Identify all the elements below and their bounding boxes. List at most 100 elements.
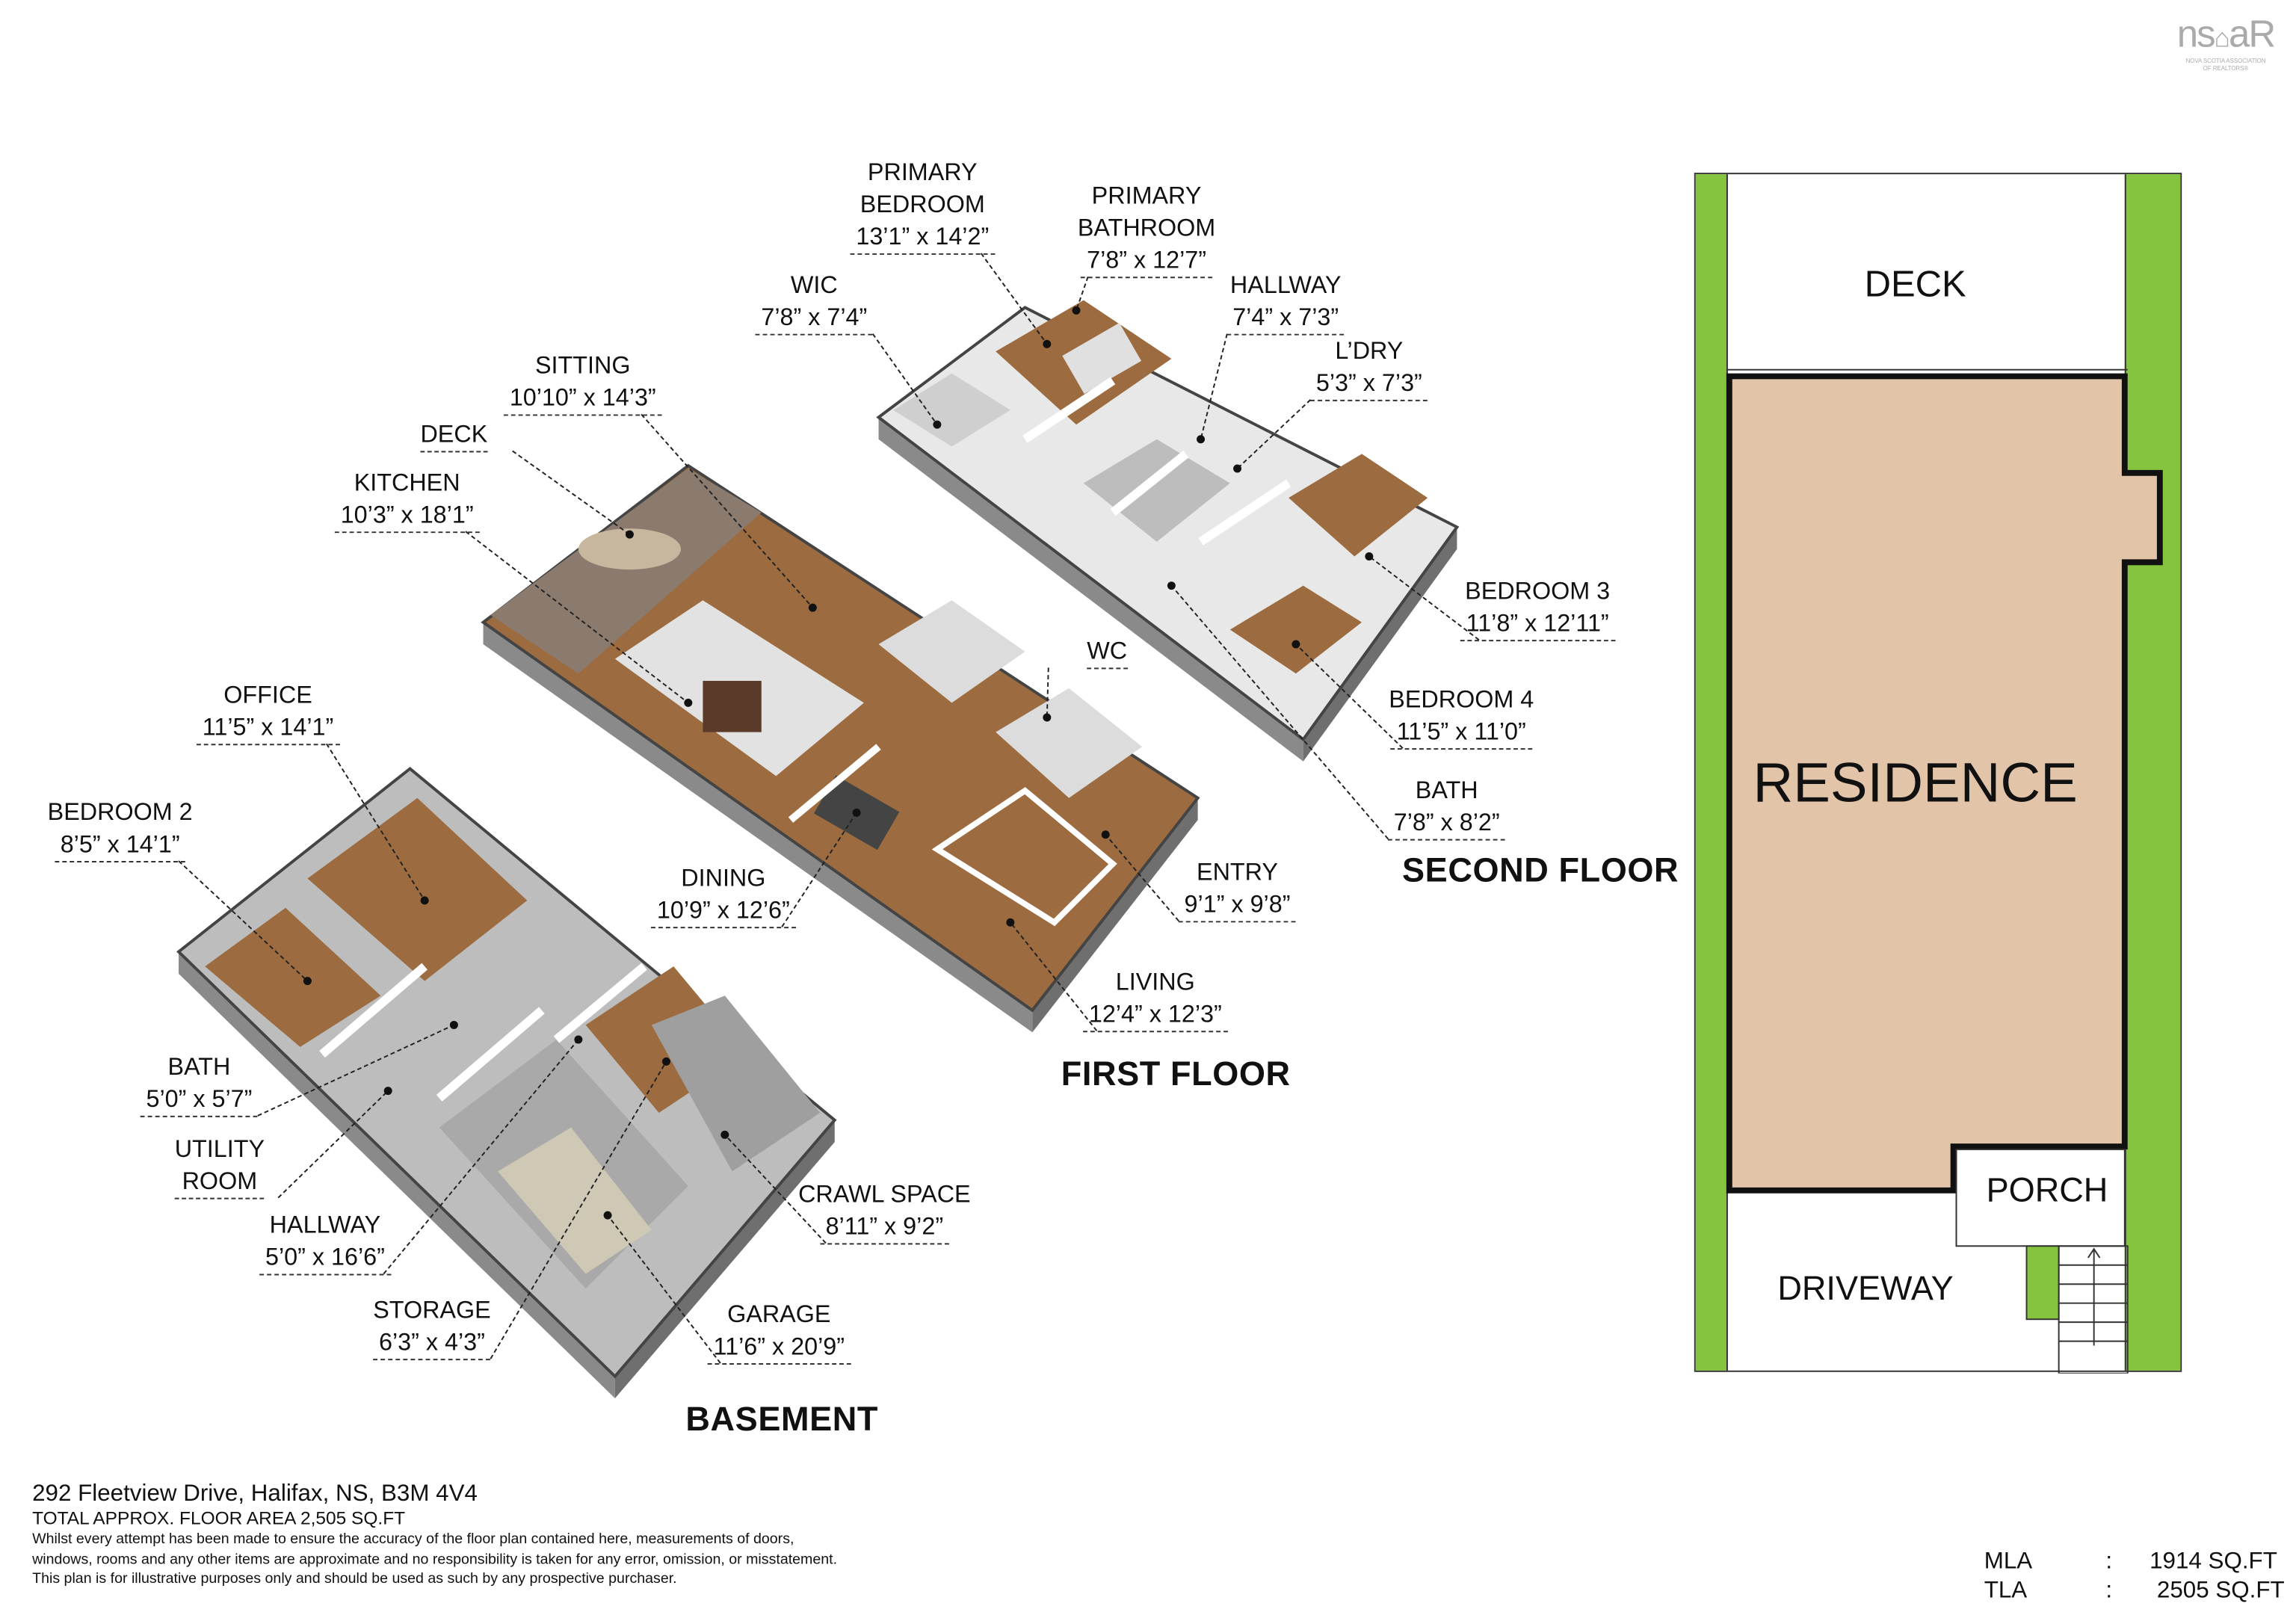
room-marker-dot (1006, 918, 1015, 927)
second-floor-title: SECOND FLOOR (1402, 850, 1679, 889)
leader-line (1170, 585, 1389, 840)
leader-line (980, 253, 1048, 345)
room-name: WC (1087, 635, 1128, 670)
room-dimensions: 7’8” x 7’4” (755, 302, 874, 336)
total-floor-area: TOTAL APPROX. FLOOR AREA 2,505 SQ.FT (32, 1507, 406, 1529)
room-label: L’DRY 5’3” x 7’3” (1310, 336, 1428, 401)
room-name: BATH (167, 1054, 231, 1081)
tla-value: 2505 SQ.FT (2156, 1578, 2285, 1604)
leader-line (641, 413, 814, 608)
room-marker-dot (1043, 713, 1052, 722)
room-name: BEDROOM 3 (1465, 578, 1611, 605)
room-name: PRIMARY (867, 159, 978, 186)
room-dimensions: 11’5” x 14’1” (196, 711, 340, 746)
leader-line (512, 450, 631, 535)
first-floor-title: FIRST FLOOR (1061, 1054, 1291, 1093)
room-name: HALLWAY (269, 1212, 381, 1239)
basement-title: BASEMENT (685, 1399, 878, 1438)
room-name: SITTING (534, 353, 631, 380)
mla-value: 1914 SQ.FT (2150, 1549, 2277, 1575)
property-address: 292 Fleetview Drive, Halifax, NS, B3M 4V… (32, 1481, 478, 1507)
room-name: BEDROOM (860, 191, 985, 218)
room-leader-lines (178, 253, 1480, 1364)
leader-line (277, 1090, 389, 1199)
leader-line (1046, 667, 1049, 718)
room-marker-dot (808, 603, 817, 612)
room-name: UTILITY (174, 1136, 265, 1163)
room-dimensions: 6’3” x 4’3” (373, 1327, 491, 1361)
room-label: ENTRY 9’1” x 9’8” (1178, 856, 1297, 923)
room-marker-dot (1233, 464, 1242, 473)
second-floor-model (876, 300, 1460, 762)
room-dimensions: 9’1” x 9’8” (1178, 889, 1297, 923)
room-name: BEDROOM 2 (47, 799, 193, 826)
room-name: BATHROOM (1077, 215, 1216, 242)
room-dimensions: 7’8” x 12’7” (1081, 244, 1212, 279)
room-name: DECK (420, 419, 488, 453)
leader-line (1295, 643, 1404, 749)
room-marker-dot (852, 808, 861, 817)
site-deck-label: DECK (1864, 264, 1966, 306)
room-dimensions: 12’4” x 12’3” (1083, 998, 1228, 1033)
room-marker-dot (1197, 435, 1206, 444)
leader-line (1010, 921, 1098, 1031)
leader-line (724, 1134, 827, 1244)
leader-line (1105, 834, 1179, 921)
room-marker-dot (625, 530, 634, 539)
leader-line (1200, 333, 1228, 439)
room-marker-dot (1072, 306, 1081, 315)
room-name: HALLWAY (1229, 272, 1342, 299)
room-label: WC (1087, 635, 1128, 670)
room-marker-dot (420, 896, 429, 905)
room-label: WIC 7’8” x 7’4” (755, 269, 874, 336)
leader-line (178, 860, 309, 982)
room-name: DINING (681, 865, 766, 892)
room-label: BEDROOM 2 8’5” x 14’1” (48, 797, 193, 862)
site-residence-label: RESIDENCE (1753, 753, 2078, 815)
leader-line (1236, 399, 1312, 469)
room-name: CRAWL SPACE (798, 1182, 971, 1208)
leader-line (1368, 555, 1480, 640)
leader-line (871, 333, 938, 425)
room-dimensions: 5’3” x 7’3” (1310, 368, 1428, 401)
room-name: PRIMARY (1091, 182, 1202, 210)
room-name: L’DRY (1335, 338, 1404, 365)
room-dimensions: 10’10” x 14’3” (503, 382, 662, 416)
room-marker-dot (383, 1087, 392, 1096)
room-marker-dot (1043, 339, 1052, 348)
room-marker-dot (1292, 640, 1300, 649)
room-dimensions: 11’6” x 20’9” (707, 1331, 851, 1365)
site-porch-label: PORCH (1986, 1170, 2108, 1209)
leader-line (781, 812, 857, 927)
room-marker-dot (661, 1057, 670, 1066)
first-floor-model (481, 463, 1200, 1033)
room-name: WIC (790, 272, 838, 299)
room-marker-dot (1167, 581, 1176, 590)
residence-footprint (1726, 373, 2163, 1374)
basement-model (176, 767, 837, 1399)
room-dimensions: 8’5” x 14’1” (54, 829, 186, 862)
room-name: ENTRY (1197, 859, 1278, 886)
room-name: KITCHEN (354, 469, 460, 497)
separator: : (2105, 1549, 2113, 1575)
leader-line (607, 1214, 721, 1364)
room-name: LIVING (1115, 969, 1195, 996)
leader-line (490, 1060, 667, 1359)
site-driveway-label: DRIVEWAY (1777, 1268, 1954, 1307)
room-marker-dot (933, 420, 942, 429)
room-dimensions: 13’1” x 14’2” (850, 221, 996, 255)
